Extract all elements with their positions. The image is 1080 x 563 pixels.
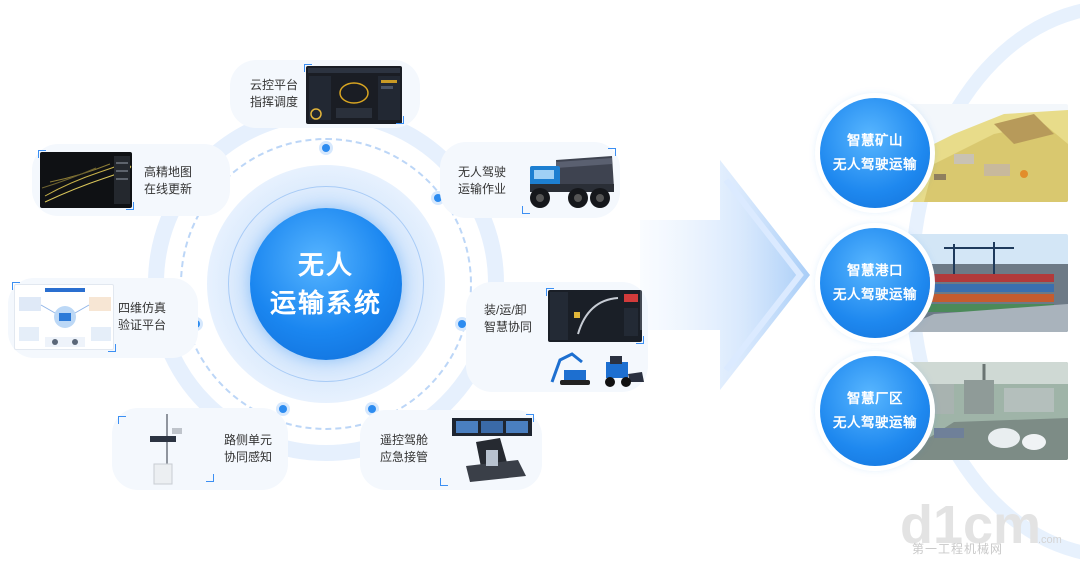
module-label-line2: 应急接管	[380, 450, 429, 464]
scenario-badge: 智慧矿山 无人驾驶运输	[820, 98, 930, 208]
scenario-badge: 智慧港口 无人驾驶运输	[820, 228, 930, 338]
module-label: 无人驾驶 运输作业	[458, 164, 506, 198]
port-scene-image	[894, 234, 1068, 332]
ring-dot	[434, 194, 442, 202]
module-label: 装/运/卸 智慧协同	[484, 302, 532, 336]
scenario-subtitle: 无人驾驶运输	[833, 415, 917, 430]
mine-scene-image	[894, 104, 1068, 202]
excavator-loader-icon	[546, 348, 646, 388]
module-label-line1: 遥控驾舱	[380, 433, 429, 447]
module-label-line2: 在线更新	[144, 182, 193, 196]
frame-corner	[108, 344, 116, 352]
frame-corner	[608, 148, 616, 156]
module-label-line1: 高精地图	[144, 165, 193, 179]
center-core: 无人 运输系统	[250, 208, 402, 360]
module-label-line1: 路侧单元	[224, 433, 273, 447]
scenario-card-factory: 智慧厂区 无人驾驶运输	[820, 356, 1068, 466]
watermark-logo-text: d1cm	[900, 495, 1041, 555]
scenario-title: 智慧矿山	[847, 133, 903, 148]
watermark-subtitle: 第一工程机械网	[912, 542, 1004, 556]
module-card-autodrive: 无人驾驶 运输作业	[440, 142, 620, 218]
module-label: 云控平台 指挥调度	[250, 77, 298, 111]
flow-arrow-icon	[640, 160, 810, 390]
frame-corner	[636, 336, 644, 344]
inner-line-ring	[228, 186, 424, 382]
frame-corner	[118, 416, 126, 424]
remote-cockpit-icon	[446, 416, 538, 484]
module-label-line1: 云控平台	[250, 78, 299, 92]
module-label-line2: 验证平台	[118, 318, 167, 332]
ring-dot	[458, 320, 466, 328]
module-card-roadside: 路侧单元 协同感知	[112, 408, 288, 490]
frame-corner	[396, 116, 404, 124]
frame-corner	[304, 64, 312, 72]
module-card-hdmap: 高精地图 在线更新	[32, 144, 230, 216]
module-label-line2: 指挥调度	[250, 95, 299, 109]
frame-corner	[206, 474, 214, 482]
frame-corner	[522, 206, 530, 214]
scenario-card-port: 智慧港口 无人驾驶运输	[820, 228, 1068, 338]
module-label-line1: 装/运/卸	[484, 303, 527, 317]
dashboard-screen-icon	[306, 66, 402, 124]
scenario-title: 智慧港口	[847, 263, 903, 278]
scenario-badge: 智慧厂区 无人驾驶运输	[820, 356, 930, 466]
scenario-subtitle: 无人驾驶运输	[833, 287, 917, 302]
frame-corner	[440, 478, 448, 486]
frame-corner	[126, 202, 134, 210]
ring-dot	[322, 144, 330, 152]
module-label-line1: 无人驾驶	[458, 165, 507, 179]
watermark-logo: d1cm .com	[900, 495, 1062, 555]
center-title-line2: 运输系统	[269, 288, 382, 318]
frame-corner	[526, 414, 534, 422]
module-card-load: 装/运/卸 智慧协同	[466, 282, 648, 392]
center-title-line1: 无人	[297, 250, 354, 280]
simulation-diagram-icon	[14, 284, 114, 350]
module-label: 路侧单元 协同感知	[224, 432, 272, 466]
scenario-card-mine: 智慧矿山 无人驾驶运输	[820, 98, 1068, 208]
ring-dot	[368, 405, 376, 413]
point-cloud-map-icon	[40, 152, 132, 208]
roadside-pole-icon	[142, 412, 192, 486]
scenario-subtitle: 无人驾驶运输	[833, 157, 917, 172]
frame-corner	[38, 150, 46, 158]
control-screen-icon	[548, 290, 642, 342]
module-label-line2: 运输作业	[458, 182, 507, 196]
module-label: 遥控驾舱 应急接管	[380, 432, 428, 466]
watermark-domain: .com	[1038, 534, 1062, 546]
frame-corner	[546, 288, 554, 296]
module-label-line2: 协同感知	[224, 450, 273, 464]
scenario-title: 智慧厂区	[847, 391, 903, 406]
module-label-line1: 四维仿真	[118, 301, 167, 315]
module-label-line2: 智慧协同	[484, 320, 533, 334]
ring-dot	[279, 405, 287, 413]
factory-scene-image	[894, 362, 1068, 460]
module-card-remote: 遥控驾舱 应急接管	[360, 410, 542, 490]
module-label: 四维仿真 验证平台	[118, 300, 166, 334]
frame-corner	[12, 282, 20, 290]
module-card-sim: 四维仿真 验证平台	[8, 278, 198, 358]
mining-truck-icon	[526, 150, 618, 212]
module-label: 高精地图 在线更新	[144, 164, 192, 198]
module-card-cloud: 云控平台 指挥调度	[230, 60, 420, 128]
